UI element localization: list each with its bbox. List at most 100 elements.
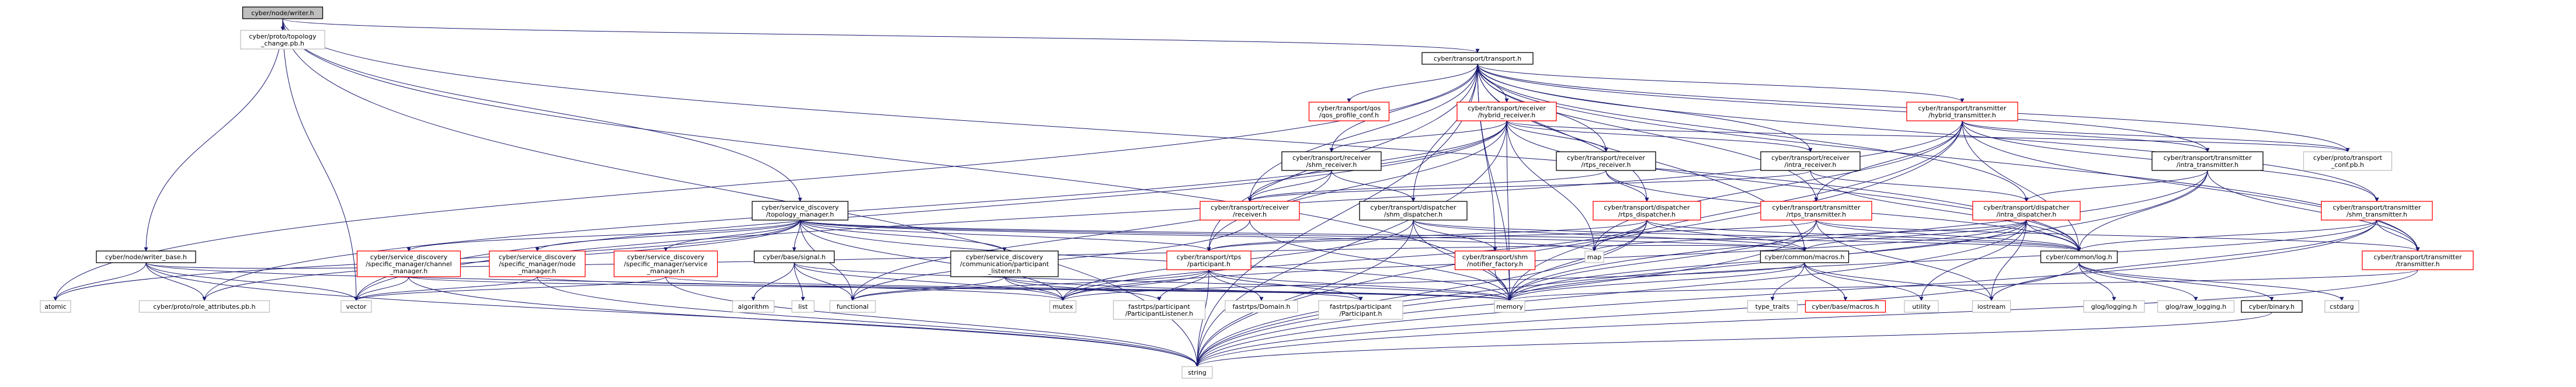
node-vector: vector (340, 300, 372, 313)
edge-intra-dispatcher-to-map (1592, 219, 2027, 252)
node-qos-profile[interactable]: cyber/transport/qos/qos_profile_conf.h (1308, 102, 1390, 121)
edge-hybrid-receiver-to-transport-conf-pb (1506, 120, 2350, 152)
node-topology-manager[interactable]: cyber/service_discovery/topology_manager… (752, 201, 849, 221)
node-writer[interactable]: cyber/node/writer.h (242, 6, 324, 19)
edge-transport-to-notifier-factory (1477, 64, 1497, 252)
edge-hybrid-transmitter-to-log (1962, 120, 2081, 252)
edge-writer-to-writer-base (144, 18, 283, 252)
edge-log-to-glog-raw-logging (2078, 262, 2198, 301)
node-label: iostream (1977, 303, 2005, 311)
edge-service-manager-to-vector (354, 276, 666, 301)
node-log[interactable]: cyber/common/log.h (2040, 250, 2118, 263)
node-label: glog/logging.h (2091, 303, 2137, 311)
edge-hybrid-transmitter-to-vector (354, 120, 1963, 301)
node-box (2157, 300, 2235, 313)
node-notifier-factory[interactable]: cyber/transport/shm/notifier_factory.h (1454, 250, 1536, 270)
node-label: cyber/transport/receiver (1468, 104, 1546, 112)
node-transport[interactable]: cyber/transport/transport.h (1421, 52, 1534, 65)
node-rtps-dispatcher[interactable]: cyber/transport/dispatcher/rtps_dispatch… (1593, 201, 1701, 221)
node-label: fastrtps/participant (1330, 303, 1392, 311)
edge-macros-to-iostream (1804, 262, 1994, 301)
edge-shm-dispatcher-to-log (1413, 219, 2081, 252)
node-intra-transmitter[interactable]: cyber/transport/transmitter/intra_transm… (2151, 151, 2264, 171)
node-writer-base[interactable]: cyber/node/writer_base.h (96, 250, 196, 263)
edge-log-to-binary (2078, 262, 2274, 301)
node-cstdarg: cstdarg (2324, 300, 2359, 313)
node-intra-dispatcher[interactable]: cyber/transport/dispatcher/intra_dispatc… (1972, 201, 2081, 221)
edge-node-manager-to-memory (537, 276, 1511, 301)
node-base-macros[interactable]: cyber/base/macros.h (1805, 300, 1886, 313)
node-node-manager[interactable]: cyber/service_discovery/specific_manager… (489, 250, 586, 277)
node-box (2324, 300, 2359, 313)
edge-hybrid-receiver-to-role-attributes-pb (202, 120, 1507, 301)
edge-topology-manager-to-channel-manager (406, 219, 801, 252)
edge-node-manager-to-string (537, 276, 1200, 367)
edge-participant-listener-to-mutex (1004, 276, 1065, 301)
node-participant[interactable]: cyber/transport/rtps/participant.h (1166, 250, 1252, 270)
node-binary[interactable]: cyber/binary.h (2241, 300, 2303, 313)
node-box (242, 6, 324, 19)
node-label: cyber/service_discovery (627, 253, 705, 261)
node-label: cyber/base/macros.h (1812, 303, 1879, 311)
node-utility: utility (1904, 300, 1939, 313)
edge-hybrid-receiver-to-shm-receiver (1329, 120, 1507, 152)
edge-participant-to-memory (1208, 269, 1512, 301)
node-rtps-transmitter[interactable]: cyber/transport/transmitter/rtps_transmi… (1760, 201, 1872, 221)
edge-participant-listener-to-fastrtps-participant-listener (1004, 276, 1162, 301)
node-type-traits: type_traits (1747, 300, 1798, 313)
node-shm-receiver[interactable]: cyber/transport/receiver/shm_receiver.h (1281, 151, 1382, 171)
edge-hybrid-transmitter-to-rtps-transmitter (1814, 120, 1963, 202)
edge-rtps-dispatcher-to-log (1646, 219, 2081, 252)
node-label: /rtps_transmitter.h (1786, 211, 1846, 218)
edge-signal-to-functional (794, 262, 855, 301)
node-label: cyber/binary.h (2249, 303, 2295, 311)
node-participant-listener[interactable]: cyber/service_discovery/communication/pa… (950, 250, 1059, 277)
node-label: cyber/transport/dispatcher (1370, 204, 1456, 211)
node-box (1281, 151, 1382, 171)
edge-intra-receiver-to-intra-dispatcher (1810, 170, 2029, 202)
node-label: cyber/transport/transmitter (2373, 253, 2462, 261)
node-receiver[interactable]: cyber/transport/receiver/receiver.h (1200, 201, 1300, 221)
edge-participant-to-fastrtps-participant-listener (1157, 269, 1209, 301)
edge-binary-to-string (1195, 312, 2272, 367)
edge-intra-transmitter-to-transmitter (2207, 170, 2420, 252)
edge-writer-to-log (282, 18, 2081, 252)
edge-transport-to-qos-profile (1347, 64, 1478, 103)
node-shm-dispatcher[interactable]: cyber/transport/dispatcher/shm_dispatche… (1359, 201, 1468, 221)
edge-hybrid-receiver-to-participant (1207, 120, 1507, 252)
edge-intra-dispatcher-to-macros (1802, 219, 2027, 252)
node-signal[interactable]: cyber/base/signal.h (753, 250, 835, 263)
edge-macros-to-utility (1804, 262, 1924, 301)
node-rtps-receiver[interactable]: cyber/transport/receiver/rtps_receiver.h (1556, 151, 1656, 171)
node-service-manager[interactable]: cyber/service_discovery/specific_manager… (613, 250, 718, 277)
node-label: /qos_profile_conf.h (1319, 111, 1379, 119)
node-hybrid-receiver[interactable]: cyber/transport/receiver/hybrid_receiver… (1456, 102, 1557, 121)
node-label: /shm_dispatcher.h (1384, 211, 1442, 218)
node-label: /participant.h (1187, 260, 1230, 268)
node-transmitter[interactable]: cyber/transport/transmitter/transmitter.… (2362, 250, 2474, 270)
node-hybrid-transmitter[interactable]: cyber/transport/transmitter/hybrid_trans… (1906, 102, 2018, 121)
node-topology-pb: cyber/proto/topology_change.pb.h (240, 30, 325, 50)
edge-transmitter-to-string (1195, 269, 2418, 367)
node-box (1318, 300, 1403, 320)
node-box (240, 30, 325, 50)
edge-participant-to-functional (850, 269, 1209, 301)
node-box (1456, 102, 1557, 121)
node-box (356, 250, 461, 277)
node-label: cyber/service_discovery (370, 253, 448, 261)
node-channel-manager[interactable]: cyber/service_discovery/specific_manager… (356, 250, 461, 277)
node-shm-transmitter[interactable]: cyber/transport/transmitter/shm_transmit… (2321, 201, 2433, 221)
node-macros[interactable]: cyber/common/macros.h (1760, 250, 1850, 263)
edge-transport-to-receiver (1247, 64, 1478, 202)
node-intra-receiver[interactable]: cyber/transport/receiver/intra_receiver.… (1760, 151, 1861, 171)
edge-writer-base-to-vector (145, 262, 359, 301)
edge-hybrid-transmitter-to-transmitter (1962, 120, 2420, 252)
node-box (1049, 300, 1077, 313)
node-label: cyber/transport/transmitter (2163, 154, 2252, 162)
node-label: glog/raw_logging.h (2165, 303, 2226, 311)
node-box (2241, 300, 2303, 313)
edge-macros-to-base-macros (1804, 262, 1848, 301)
edge-hybrid-receiver-to-intra-receiver (1506, 120, 1813, 152)
node-box (2151, 151, 2264, 171)
